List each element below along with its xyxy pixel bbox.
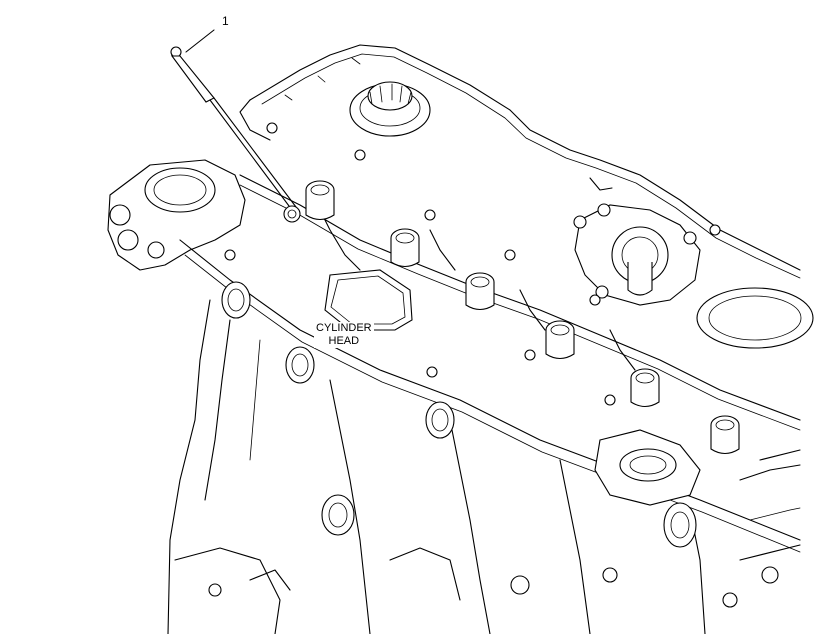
thermostat-housing — [573, 203, 701, 306]
cover-plate — [324, 269, 413, 331]
rear-housing — [594, 429, 701, 506]
fuel-injection-lines — [239, 174, 801, 431]
block-right-side — [722, 449, 801, 608]
block-lower-left — [174, 547, 618, 634]
cylinder-head-label-line1: CYLINDER — [316, 322, 372, 334]
cylinder-head-label: CYLINDER HEAD — [314, 322, 374, 348]
callout-number: 1 — [222, 14, 229, 28]
round-flange — [696, 287, 814, 349]
head-bolts — [224, 122, 721, 406]
oil-filler-cap — [349, 81, 431, 137]
item-1-tool — [170, 46, 301, 223]
head-ports — [221, 281, 697, 548]
valve-cover — [239, 44, 801, 279]
callout-leader-line — [185, 29, 215, 53]
fuel-injectors — [305, 180, 740, 455]
cylinder-head-label-line2: HEAD — [328, 335, 360, 347]
front-housing — [107, 159, 246, 271]
